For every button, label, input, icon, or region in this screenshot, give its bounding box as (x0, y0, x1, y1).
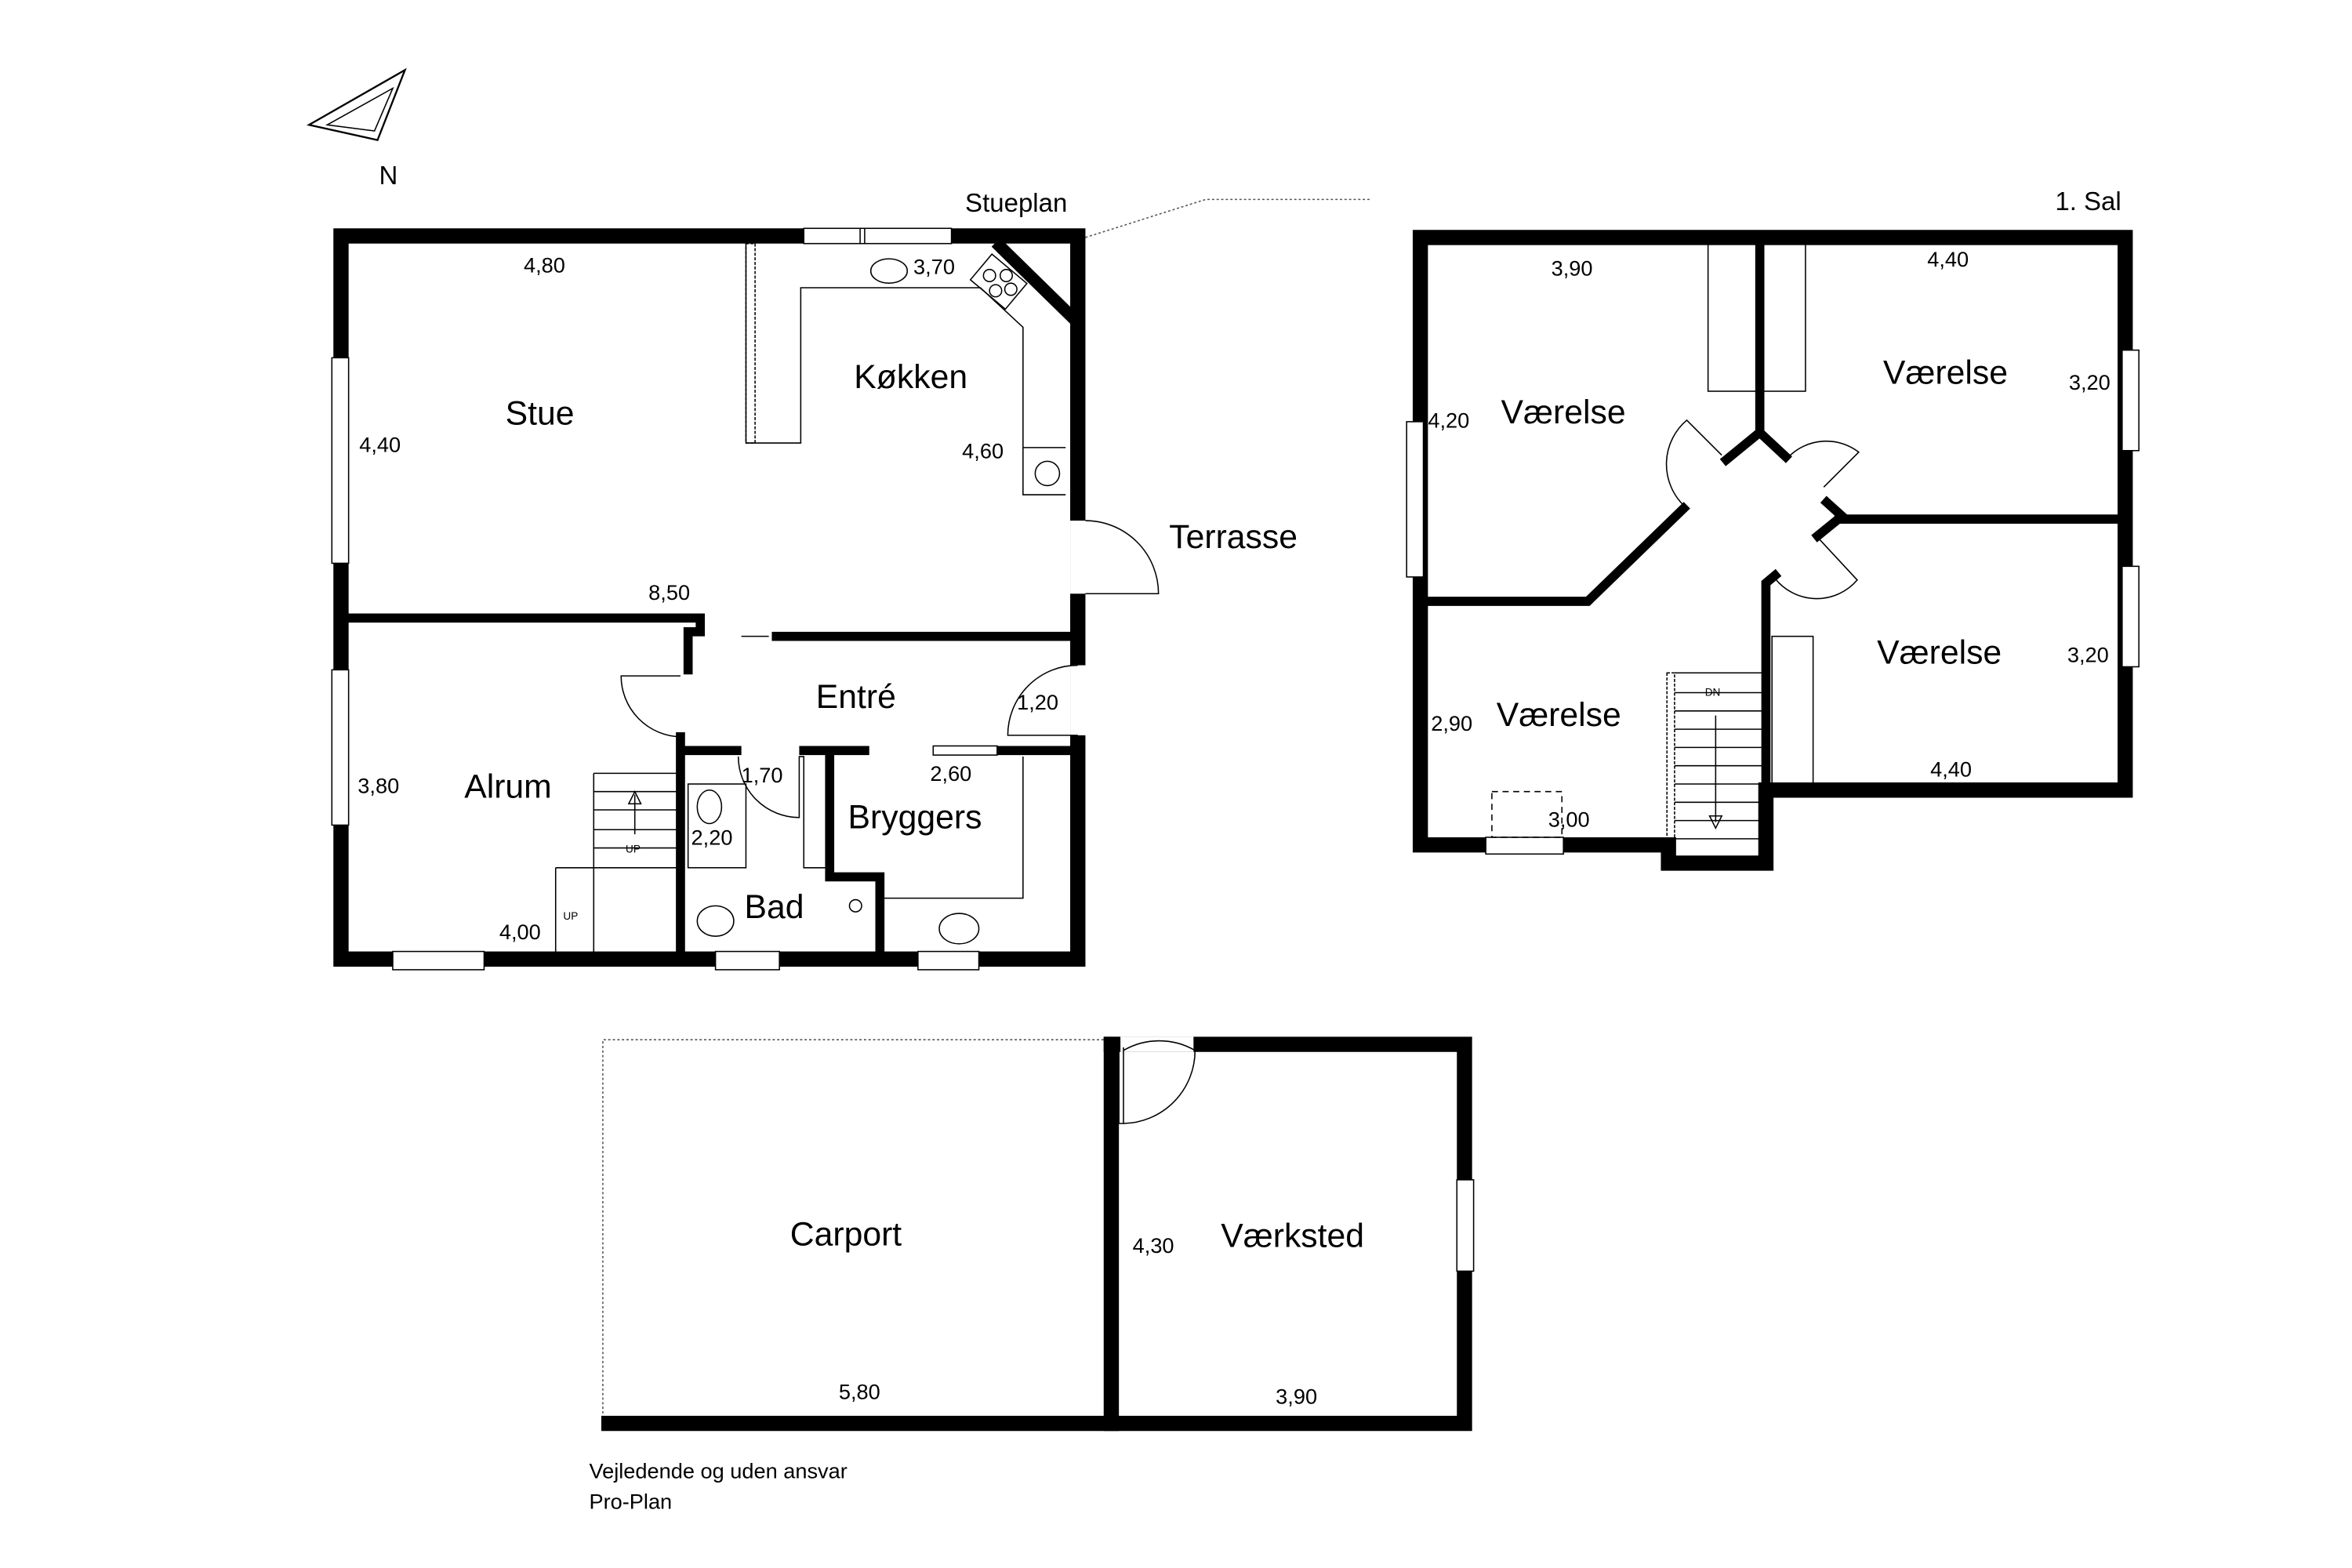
compass-label: N (379, 161, 397, 190)
alrum-door (620, 675, 681, 738)
ground-floor: Stueplan (331, 188, 1370, 971)
svg-text:DN: DN (1705, 686, 1721, 698)
entry-door (1007, 664, 1078, 736)
dimension: 8,50 (648, 580, 690, 604)
room-kokken: Køkken (854, 358, 967, 396)
dimension: 4,00 (499, 920, 541, 944)
fan-icon (1034, 460, 1061, 487)
terrace-outline (1085, 198, 1370, 238)
room-entre: Entré (816, 678, 896, 716)
dimension: 3,90 (1552, 256, 1593, 280)
svg-text:UP: UP (563, 910, 578, 922)
door (1118, 1040, 1196, 1124)
window (331, 669, 350, 826)
dimension: 2,90 (1431, 711, 1472, 735)
window (1456, 1179, 1475, 1272)
dimension: 4,40 (359, 433, 401, 457)
room-stue: Stue (506, 395, 575, 433)
ground-floor-title: Stueplan (965, 188, 1067, 217)
dimension: 1,20 (1017, 690, 1058, 714)
dimension: 3,90 (1276, 1384, 1317, 1408)
door (1774, 536, 1858, 600)
first-floor: 1. Sal DN Værelse Værelse Værelse Værels… (1406, 187, 2140, 871)
dimension: 3,20 (2067, 643, 2109, 667)
dimension: 4,30 (1133, 1233, 1174, 1258)
room-carport: Carport (790, 1215, 902, 1253)
room-bad: Bad (745, 888, 804, 926)
disclaimer-text: Vejledende og uden ansvar (589, 1458, 847, 1483)
window (392, 950, 485, 971)
dimension: 4,40 (1927, 247, 1969, 271)
outbuilding: Carport Værksted 5,80 4,30 3,90 (601, 1036, 1475, 1432)
dimension: 2,20 (691, 826, 733, 850)
north-arrow-icon (306, 67, 407, 141)
window (1406, 421, 1425, 578)
svg-text:UP: UP (626, 843, 641, 855)
window (2122, 565, 2140, 668)
room-terrasse: Terrasse (1169, 518, 1298, 556)
window (1485, 837, 1564, 855)
door (1665, 419, 1722, 506)
room-vaerksted: Værksted (1221, 1217, 1364, 1254)
dimension: 3,20 (2069, 370, 2111, 394)
room-vaerelse-nw: Værelse (1501, 394, 1626, 431)
stove-icon (969, 253, 1028, 310)
ground-outer-wall (333, 228, 1086, 967)
washbasin-icon (696, 789, 723, 825)
dimension: 4,40 (1930, 757, 1972, 781)
door (1788, 440, 1860, 488)
dimension: 4,60 (962, 438, 1004, 463)
dimension: 2,60 (930, 761, 971, 786)
dimension: 3,80 (358, 774, 399, 798)
dimension: 3,70 (913, 255, 955, 279)
room-vaerelse-sw: Værelse (1497, 696, 1621, 734)
first-floor-outer-wall (1412, 230, 2133, 871)
window (714, 950, 780, 971)
window (2122, 349, 2140, 452)
window (331, 357, 350, 564)
dimension: 1,70 (742, 763, 783, 787)
terrace-door (1085, 520, 1160, 595)
toilet-icon (696, 905, 735, 937)
company-name: Pro-Plan (589, 1489, 672, 1513)
kitchen-sink-icon (869, 258, 909, 284)
sink-icon (938, 913, 980, 945)
room-vaerelse-ne: Værelse (1883, 354, 2008, 391)
first-floor-title: 1. Sal (2055, 187, 2121, 216)
staircase: UP UP (554, 772, 681, 955)
window (917, 950, 980, 971)
staircase: DN (1666, 672, 1762, 846)
dimension: 3,00 (1548, 807, 1590, 831)
room-vaerelse-se: Værelse (1877, 634, 2002, 672)
dimension: 4,20 (1428, 408, 1469, 433)
dimension: 5,80 (839, 1379, 880, 1403)
dimension: 4,80 (524, 253, 565, 278)
window (803, 227, 953, 245)
room-alrum: Alrum (464, 768, 552, 805)
room-bryggers: Bryggers (848, 798, 982, 836)
